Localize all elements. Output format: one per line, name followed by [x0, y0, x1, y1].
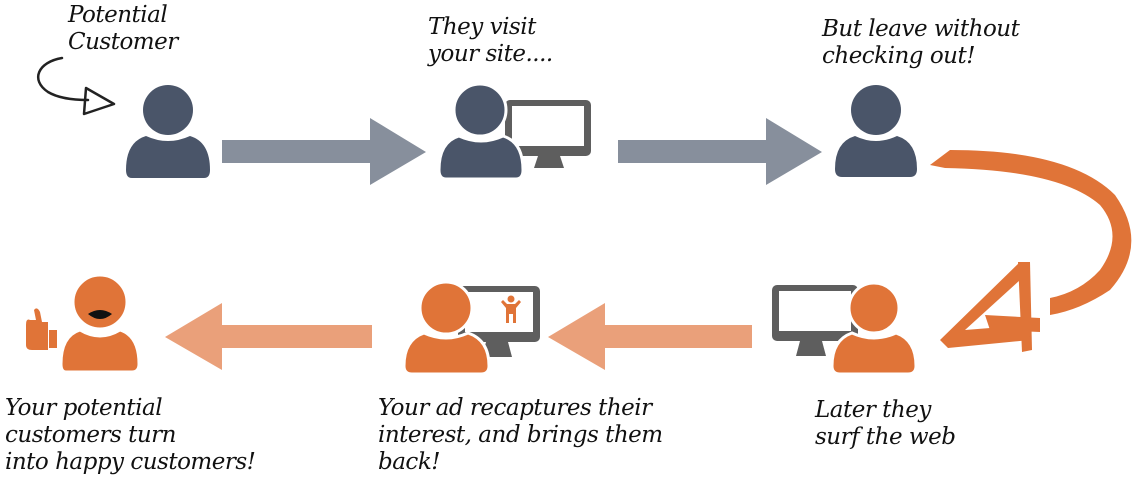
left-arrow-icon: [548, 303, 752, 370]
caption-line: Potential: [68, 2, 168, 28]
happy-person-icon: [59, 273, 141, 374]
caption-line: your site....: [428, 41, 553, 67]
right-arrow-icon: [222, 118, 426, 185]
caption-line: checking out!: [822, 43, 975, 69]
smile-mouth: [88, 310, 112, 319]
curved-return-arrow-icon: [930, 150, 1132, 352]
caption-line: back!: [378, 449, 440, 475]
monitor-icon: [772, 285, 858, 356]
thumbs-up-icon: [26, 308, 57, 350]
caption-line: surf the web: [815, 424, 956, 450]
curved-pointer-arrow-icon: [37, 56, 116, 116]
person-icon: [835, 85, 917, 177]
caption-line: Your ad recaptures their: [378, 395, 652, 421]
caption-line: But leave without: [822, 16, 1020, 42]
caption-line: into happy customers!: [5, 449, 256, 475]
caption-line: Customer: [68, 29, 178, 55]
person-icon: [126, 85, 210, 178]
caption-line: Later they: [815, 397, 931, 423]
child-figure-icon: [501, 295, 521, 323]
left-arrow-icon: [165, 303, 372, 370]
caption-line: customers turn: [5, 422, 176, 448]
caption-line: interest, and brings them: [378, 422, 663, 448]
caption-line: They visit: [428, 14, 536, 40]
monitor-with-ad-icon: [458, 286, 540, 357]
person-icon: [437, 82, 525, 181]
caption-line: Your potential: [5, 395, 163, 421]
person-icon: [402, 280, 491, 376]
person-icon: [830, 281, 918, 376]
monitor-icon: [505, 100, 591, 168]
right-arrow-icon: [618, 118, 822, 185]
